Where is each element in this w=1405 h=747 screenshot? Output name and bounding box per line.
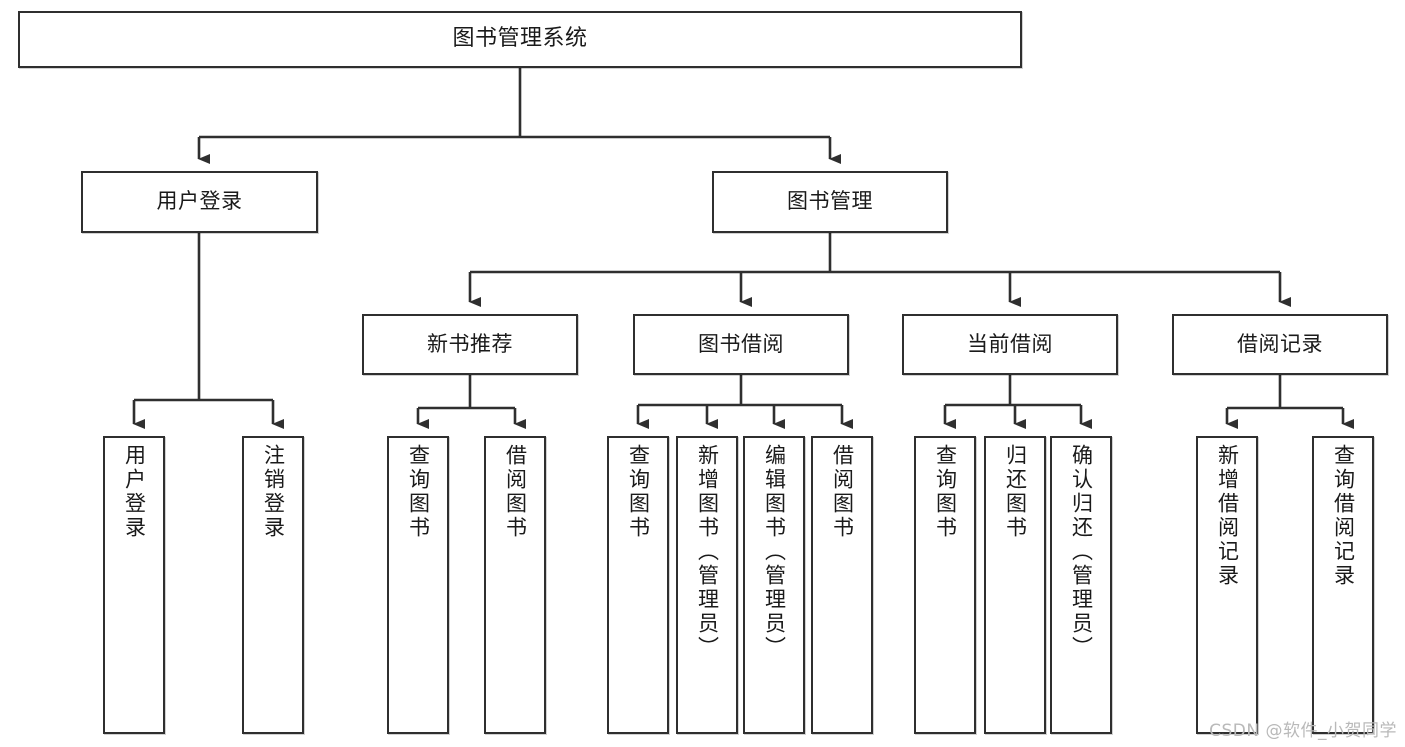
leaf-user-login[interactable]: 用户登录 [103,436,165,734]
leaf-query-book-borrow[interactable]: 查询图书 [607,436,669,734]
node-root[interactable]: 图书管理系统 [18,11,1022,68]
leaf-add-borrow-record-label: 新增借阅记录 [1215,444,1240,588]
leaf-add-book-admin-label: 新增图书（管理员） [695,444,720,660]
leaf-user-login-label: 用户登录 [122,444,147,540]
leaf-borrow-book[interactable]: 借阅图书 [811,436,873,734]
node-current-borrow[interactable]: 当前借阅 [902,314,1118,375]
leaf-query-borrow-record-label: 查询借阅记录 [1331,444,1356,588]
leaf-borrow-book-label: 借阅图书 [830,444,855,540]
node-book-manage[interactable]: 图书管理 [712,171,948,233]
leaf-edit-book-admin[interactable]: 编辑图书（管理员） [743,436,805,734]
leaf-borrow-book-recommend-label: 借阅图书 [503,444,528,540]
leaf-query-book-borrow-label: 查询图书 [626,444,651,540]
node-user-login-label: 用户登录 [156,189,243,214]
node-new-book-recommend[interactable]: 新书推荐 [362,314,578,375]
node-book-manage-label: 图书管理 [787,189,873,214]
node-root-label: 图书管理系统 [452,26,588,52]
node-book-borrow-label: 图书借阅 [698,331,784,356]
leaf-edit-book-admin-label: 编辑图书（管理员） [762,444,787,660]
leaf-query-book-recommend[interactable]: 查询图书 [387,436,449,734]
leaf-query-borrow-record[interactable]: 查询借阅记录 [1312,436,1374,734]
node-borrow-record[interactable]: 借阅记录 [1172,314,1388,375]
leaf-user-logout[interactable]: 注销登录 [242,436,304,734]
leaf-confirm-return-admin[interactable]: 确认归还（管理员） [1050,436,1112,734]
leaf-return-book[interactable]: 归还图书 [984,436,1046,734]
leaf-add-borrow-record[interactable]: 新增借阅记录 [1196,436,1258,734]
node-current-borrow-label: 当前借阅 [967,331,1053,356]
leaf-borrow-book-recommend[interactable]: 借阅图书 [484,436,546,734]
leaf-query-book-current[interactable]: 查询图书 [914,436,976,734]
leaf-confirm-return-admin-label: 确认归还（管理员） [1069,444,1094,660]
node-book-borrow[interactable]: 图书借阅 [633,314,849,375]
node-new-book-recommend-label: 新书推荐 [427,331,513,356]
leaf-query-book-recommend-label: 查询图书 [406,444,431,540]
node-borrow-record-label: 借阅记录 [1237,331,1323,356]
leaf-return-book-label: 归还图书 [1003,444,1028,540]
leaf-query-book-current-label: 查询图书 [933,444,958,540]
leaf-user-logout-label: 注销登录 [261,444,286,540]
node-user-login[interactable]: 用户登录 [81,171,318,233]
leaf-add-book-admin[interactable]: 新增图书（管理员） [676,436,738,734]
watermark-text: CSDN @软件_小贺同学 [1209,721,1397,741]
